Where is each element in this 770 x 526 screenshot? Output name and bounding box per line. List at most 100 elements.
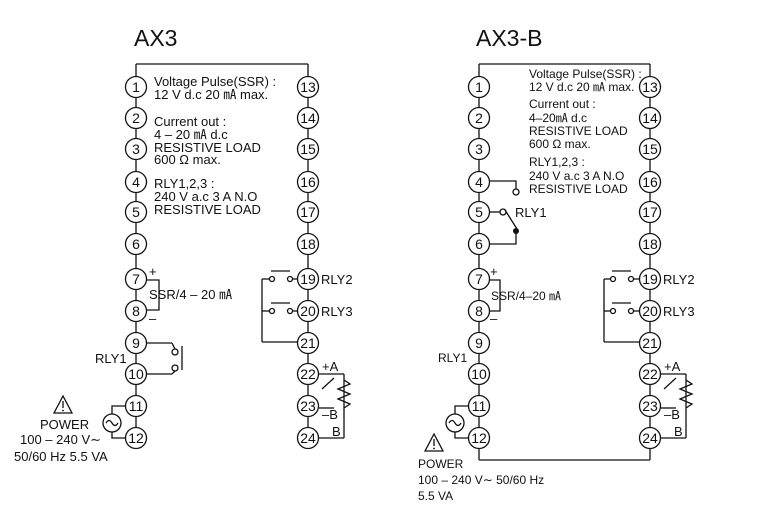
ax3-right-terminal-label-19: 19	[300, 271, 316, 287]
ax3-note-1: 12 V d.c 20 ㎃ max.	[154, 87, 268, 102]
ax3-rly2-contact-b	[286, 275, 294, 283]
ax3b-right-terminal-label-16: 16	[642, 174, 658, 190]
ax3b-rly1-contact-no	[513, 228, 519, 234]
ax3-left-terminal-5	[124, 200, 148, 224]
ax3b-rtd-lead-diag	[663, 377, 677, 390]
ax3-left-terminal-label-5: 5	[132, 204, 140, 220]
ax3b-power-wire-bottom	[454, 432, 469, 439]
ax3-right-terminal-label-24: 24	[300, 430, 316, 446]
ax3-left-terminal-label-4: 4	[132, 174, 140, 190]
ax3b-power-source	[445, 405, 469, 439]
ax3b-rly1-blade	[504, 209, 518, 230]
ax3b-rly3-contact-a	[609, 307, 617, 315]
ax3-left-terminal-8	[124, 299, 148, 323]
ax3b-rly1-wire-4	[490, 180, 517, 189]
ax3-right-terminal-label-23: 23	[300, 398, 316, 414]
ax3b-right-terminal-22	[638, 362, 662, 386]
ax3b-rtd-b1: –B	[664, 407, 680, 422]
ax3b-rly2-contact-b	[627, 275, 635, 283]
ax3b-left-terminal-label-1: 1	[475, 79, 483, 95]
ax3b-rly3-label: RLY3	[663, 304, 695, 319]
ax3-note-2: Current out :	[154, 114, 226, 129]
ax3b-ssr-label: SSR/4–20 ㎃	[491, 289, 561, 303]
ax3b-left-terminal-label-7: 7	[475, 271, 483, 287]
ax3b-note-2: Current out :	[529, 97, 596, 111]
ax3-left-terminal-10	[124, 362, 148, 386]
ax3-spec-notes: Voltage Pulse(SSR) : 12 V d.c 20 ㎃ max. …	[154, 74, 276, 217]
ax3-note-5: 600 Ω max.	[154, 152, 221, 167]
ax3-note-3: 4 – 20 ㎃ d.c	[154, 127, 228, 142]
ax3-rly1-label: RLY1	[95, 351, 127, 366]
ax3-power-label: POWER	[40, 417, 89, 432]
ax3-rtd-b2: B	[332, 424, 341, 439]
ax3-right-terminal-18	[296, 232, 320, 256]
ax3-right-terminal-label-17: 17	[300, 204, 316, 220]
warning-triangle-icon	[52, 394, 74, 414]
ax3-right-terminal-17	[296, 200, 320, 224]
ax3b-left-terminal-label-8: 8	[475, 303, 483, 319]
ax3-rtd-sensor	[319, 373, 352, 439]
ax3b-note-1: 12 V d.c 20 ㎃ max.	[529, 80, 634, 94]
ax3-left-terminal-9	[124, 331, 148, 355]
ax3b-right-terminal-21	[638, 331, 662, 355]
ax3-left-terminal-4	[124, 170, 148, 194]
ax3-note-0: Voltage Pulse(SSR) :	[154, 74, 276, 89]
ax3b-right-terminal-24	[638, 426, 662, 450]
ax3b-rly3-contact-b	[627, 307, 635, 315]
ax3b-right-terminal-label-13: 13	[642, 79, 658, 95]
ax3b-power-line1: 100 – 240 V∼ 50/60 Hz	[418, 473, 544, 487]
ax3b-right-terminal-14	[638, 106, 662, 130]
ax3-left-terminal-label-10: 10	[128, 366, 144, 382]
ax3-note-8: RESISTIVE LOAD	[154, 202, 261, 217]
ax3b-right-terminal-label-17: 17	[642, 204, 658, 220]
ax3-rtd-a: +A	[322, 359, 339, 374]
ax3-rly2-label: RLY2	[321, 272, 353, 287]
ax3b-note-3: 4–20㎃ d.c	[529, 111, 587, 125]
ax3b-note-8: RESISTIVE LOAD	[529, 182, 628, 196]
ax3b-rly2-label: RLY2	[663, 272, 695, 287]
ax3-note-7: 240 V a.c 3 A N.O	[154, 189, 257, 204]
ax3b-power-wire-top	[454, 405, 469, 414]
ax3b-ssr-minus: –	[490, 311, 498, 326]
ax3b-left-terminal-3	[467, 137, 491, 161]
ax3-ssr-plus: +	[149, 264, 157, 279]
ax3b-left-terminal-2	[467, 106, 491, 130]
ax3b-power-line2: 5.5 VA	[418, 489, 453, 503]
ax3b-rly1-contact-nc	[512, 188, 520, 196]
ax3-rly3-contact-a	[268, 307, 276, 315]
ax3b-right-terminal-23	[638, 394, 662, 418]
ax3b-ssr-plus: +	[490, 264, 498, 279]
ax3-rly23-contacts	[261, 270, 298, 343]
ax3-rly1-lead-b	[171, 370, 176, 375]
ax3b-left-terminal-7	[467, 267, 491, 291]
ax3b-left-terminal-label-2: 2	[475, 110, 483, 126]
ax3-rly2-contact-a	[268, 275, 276, 283]
ax3b-right-terminal-label-20: 20	[642, 303, 658, 319]
ax3b-left-terminal-label-10: 10	[471, 366, 487, 382]
ax3b-note-5: 600 Ω max.	[529, 137, 591, 151]
ax3-left-terminal-label-12: 12	[128, 430, 144, 446]
ax3b-note-6: RLY1,2,3 :	[529, 155, 585, 169]
ax3-left-terminal-7	[124, 267, 148, 291]
ax3b-right-terminal-label-23: 23	[642, 398, 658, 414]
ax3b-rly1-label: RLY1	[515, 205, 547, 220]
ax3-power-wire-top	[111, 405, 126, 414]
ax3-left-terminal-label-7: 7	[132, 271, 140, 287]
ax3-power-voltage: 100 – 240 V∼	[20, 432, 101, 447]
ax3b-right-terminal-15	[638, 137, 662, 161]
ax3b-ac-wave	[448, 419, 462, 427]
ax3b-ssr-bracket	[490, 279, 501, 312]
ax3-right-terminal-14	[296, 106, 320, 130]
ax3b-left-terminal-label-3: 3	[475, 141, 483, 157]
ax3-left-terminal-label-8: 8	[132, 303, 140, 319]
ax3b-note-7: 240 V a.c 3 A N.O	[529, 169, 624, 183]
ax3-ssr-label: SSR/4 – 20 ㎃	[149, 287, 232, 302]
ax3b-right-terminal-label-14: 14	[642, 110, 658, 126]
ax3-ssr-minus: –	[149, 311, 157, 326]
ax3-rly1-switch	[147, 342, 183, 375]
ax3-left-terminal-3	[124, 137, 148, 161]
